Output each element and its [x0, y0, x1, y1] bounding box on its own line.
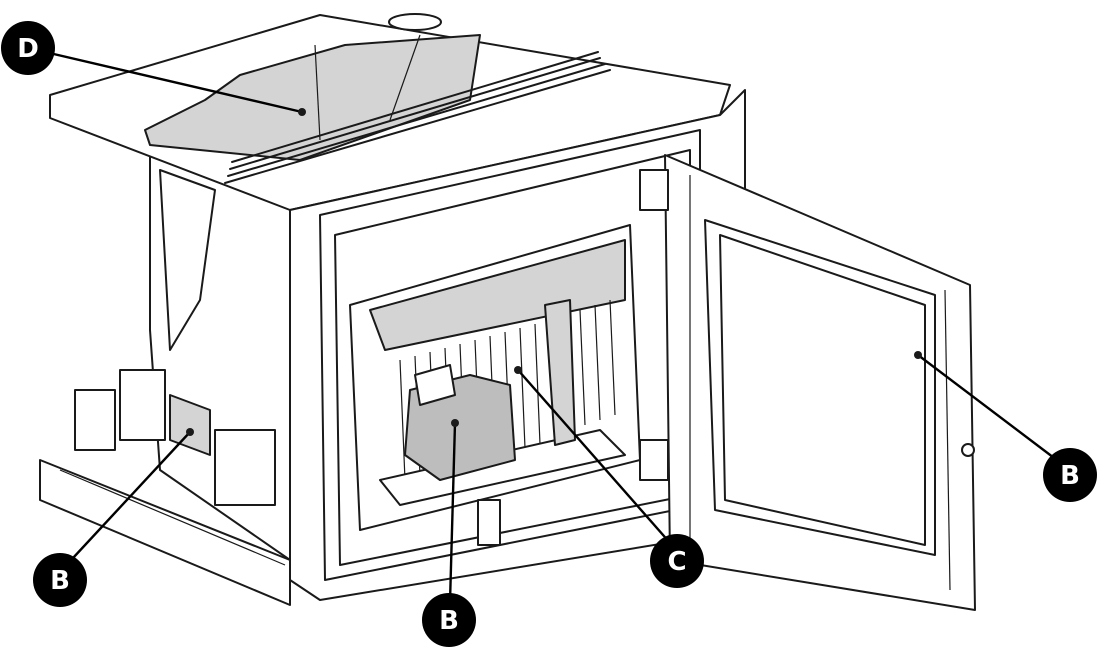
callout-b-left-text: B [50, 566, 70, 596]
callout-d-text: D [17, 34, 39, 64]
door-hinge-bracket [477, 499, 501, 546]
leader-c [517, 369, 679, 553]
leader-lines [27, 46, 1071, 603]
leader-d [27, 46, 303, 114]
leader-b-right [917, 354, 1071, 471]
firebox [349, 224, 641, 531]
leader-b-center [448, 422, 457, 603]
vent-slots [224, 51, 611, 184]
callout-b-center-text: B [439, 606, 459, 636]
callout-b-center: B [422, 593, 476, 647]
base-mechanics [39, 369, 291, 606]
callout-c-text: C [667, 547, 686, 577]
top-plate [49, 13, 731, 211]
door [639, 154, 976, 611]
callout-b-left: B [33, 553, 87, 607]
callout-d: D [1, 21, 55, 75]
callout-b-right: B [1043, 448, 1097, 502]
callout-b-right-text: B [1060, 461, 1080, 491]
callout-c: C [650, 534, 704, 588]
leader-b-left [59, 431, 191, 573]
